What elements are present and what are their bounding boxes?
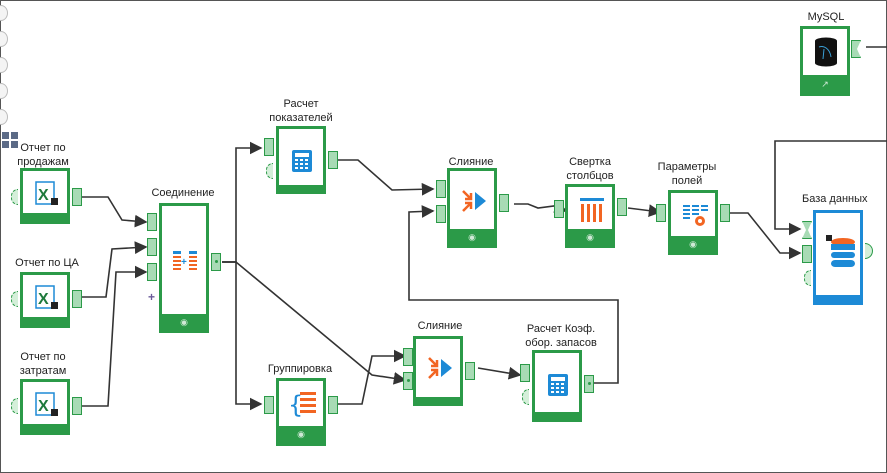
excel-icon: X: [35, 392, 59, 423]
input-port[interactable]: [147, 263, 157, 281]
node-label-sales-report: Отчет по продажам: [17, 142, 69, 168]
node-join[interactable]: + ◉: [159, 203, 209, 333]
node-label-calc-indicators: Расчет показателей: [269, 98, 333, 124]
input-port[interactable]: [403, 348, 413, 366]
output-port[interactable]: [617, 198, 627, 216]
node-pivot[interactable]: ◉: [565, 184, 615, 248]
wire-turnover-merge: [408, 205, 619, 384]
node-label-cost-report: Отчет по затратам: [19, 351, 67, 377]
input-port[interactable]: [520, 364, 530, 382]
svg-text:X: X: [38, 187, 49, 204]
node-label-pivot: Свертка столбцов: [566, 156, 614, 182]
wire-cost-join: [82, 265, 148, 407]
input-port[interactable]: [522, 389, 529, 405]
svg-text:X: X: [38, 291, 49, 308]
merge-icon: [461, 189, 487, 218]
node-label-merge-bottom: Слияние: [417, 320, 463, 332]
svg-text:+: +: [181, 257, 187, 268]
node-sales-report[interactable]: X: [20, 168, 70, 224]
svg-text:{: {: [288, 391, 303, 419]
input-port[interactable]: [656, 204, 666, 222]
add-port-button[interactable]: +: [148, 290, 156, 304]
input-port[interactable]: [436, 205, 446, 223]
wire-mysql-db: [774, 46, 887, 229]
input-port[interactable]: [436, 180, 446, 198]
node-label-mysql: MySQL: [807, 11, 845, 23]
wire-ta-join: [82, 241, 148, 298]
node-label-ta-report: Отчет по ЦА: [15, 257, 79, 269]
node-calc-indicators[interactable]: [276, 126, 326, 194]
output-port[interactable]: [584, 375, 594, 393]
wire-sales-join: [82, 196, 148, 228]
node-calc-turnover[interactable]: [532, 350, 582, 422]
node-merge-bottom[interactable]: [413, 336, 463, 406]
node-label-join: Соединение: [151, 187, 215, 199]
svg-text:X: X: [38, 398, 49, 415]
join-icon: +: [172, 250, 200, 281]
node-cost-report[interactable]: X: [20, 379, 70, 435]
output-port[interactable]: [328, 151, 338, 169]
output-port[interactable]: [499, 194, 509, 212]
input-port[interactable]: [264, 138, 274, 156]
eye-icon[interactable]: ◉: [279, 426, 323, 443]
node-database[interactable]: [813, 210, 863, 305]
database-icon: [826, 235, 856, 274]
output-port[interactable]: [465, 362, 475, 380]
node-grouping[interactable]: { ◉: [276, 378, 326, 446]
input-port[interactable]: [266, 163, 273, 179]
input-port[interactable]: [802, 245, 812, 263]
wire-pivot-params: [627, 204, 662, 217]
link-icon[interactable]: ↗: [803, 75, 847, 93]
eye-icon[interactable]: ◉: [162, 314, 206, 330]
node-merge-top[interactable]: ◉: [447, 168, 497, 248]
input-port[interactable]: [554, 200, 564, 218]
input-port[interactable]: [11, 398, 18, 414]
input-port[interactable]: [11, 291, 18, 307]
eye-icon[interactable]: ◉: [568, 229, 612, 245]
node-label-merge-top: Слияние: [448, 156, 494, 168]
columns-icon: [579, 197, 605, 228]
input-port[interactable]: [147, 238, 157, 256]
palette-grid-icon[interactable]: [2, 132, 18, 148]
calculator-icon: [547, 373, 569, 402]
node-label-calc-turnover: Расчет Коэф. обор. запасов: [525, 323, 597, 349]
output-port[interactable]: [72, 397, 82, 415]
input-port[interactable]: [264, 396, 274, 414]
excel-icon: X: [35, 181, 59, 212]
field-settings-icon: [682, 203, 710, 234]
wire-join-group: [222, 261, 263, 411]
output-port[interactable]: [211, 253, 221, 271]
input-port[interactable]: [147, 213, 157, 231]
eye-icon[interactable]: ◉: [450, 229, 494, 245]
wire-join-merge2: [222, 261, 407, 385]
node-ta-report[interactable]: X: [20, 272, 70, 328]
wire-join-calc: [222, 141, 263, 263]
node-mysql[interactable]: ↗: [800, 26, 850, 96]
output-port[interactable]: [72, 290, 82, 308]
wire-merge2-turnover: [477, 366, 522, 380]
wire-params-db: [730, 212, 802, 260]
node-label-database: База данных: [802, 193, 868, 205]
grouping-icon: {: [288, 389, 318, 424]
output-port[interactable]: [720, 204, 730, 222]
node-label-field-params: Параметры полей: [657, 161, 717, 187]
input-port[interactable]: [11, 189, 18, 205]
wire-calc-merge: [338, 159, 435, 196]
eye-icon[interactable]: ◉: [671, 236, 715, 252]
node-label-grouping: Группировка: [267, 363, 333, 375]
input-port[interactable]: [804, 270, 811, 286]
excel-icon: X: [35, 285, 59, 316]
mysql-icon: [814, 37, 838, 72]
wire-group-merge2: [333, 349, 407, 405]
output-port[interactable]: [328, 396, 338, 414]
input-port[interactable]: [403, 372, 413, 390]
output-port[interactable]: [72, 188, 82, 206]
calculator-icon: [291, 149, 313, 178]
merge-icon: [427, 356, 453, 385]
node-field-params[interactable]: ◉: [668, 190, 718, 255]
